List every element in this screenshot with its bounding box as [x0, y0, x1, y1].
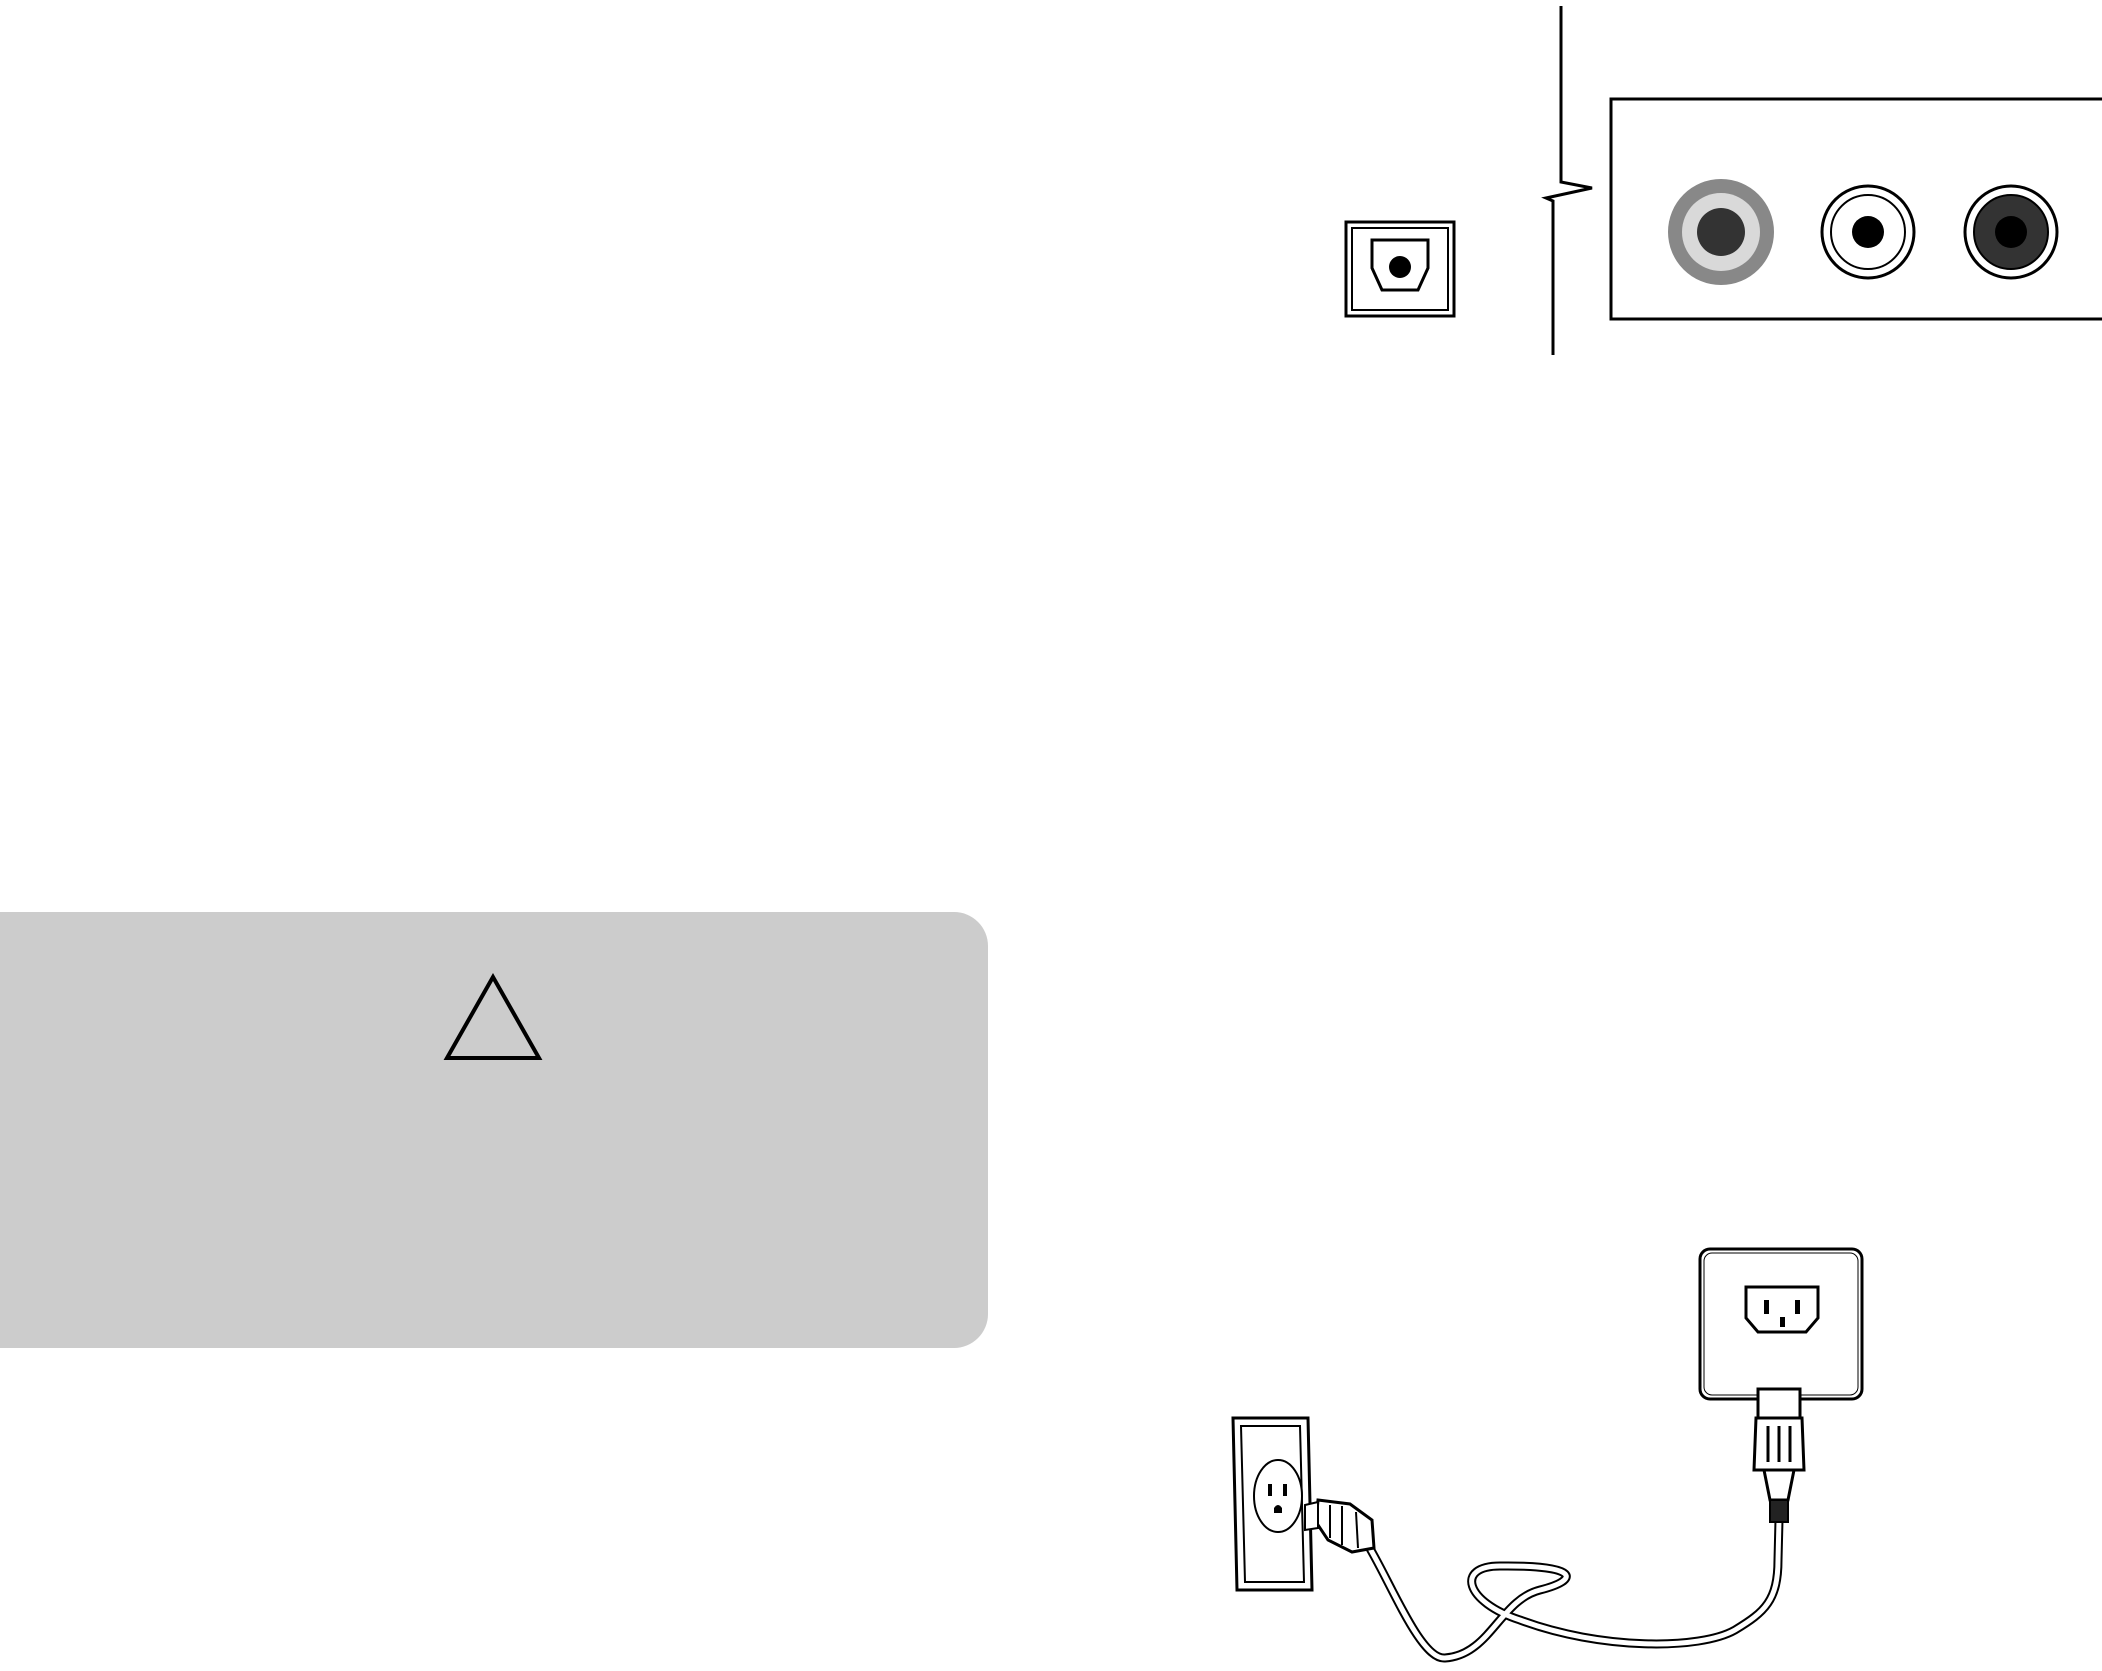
power-cord-icon	[1304, 1387, 1806, 1663]
rca-jack-white-icon	[1820, 184, 1916, 280]
optical-port-icon	[1344, 220, 1456, 318]
device-edge-break	[1541, 6, 1593, 355]
caution-triangle-icon	[443, 972, 543, 1060]
wall-outlet-icon	[1231, 1416, 1314, 1592]
rca-jack-dark-icon	[1963, 184, 2059, 280]
rca-jack-gray-icon	[1668, 179, 1774, 285]
ac-inlet-icon	[1698, 1247, 1864, 1401]
warning-panel	[0, 912, 988, 1348]
